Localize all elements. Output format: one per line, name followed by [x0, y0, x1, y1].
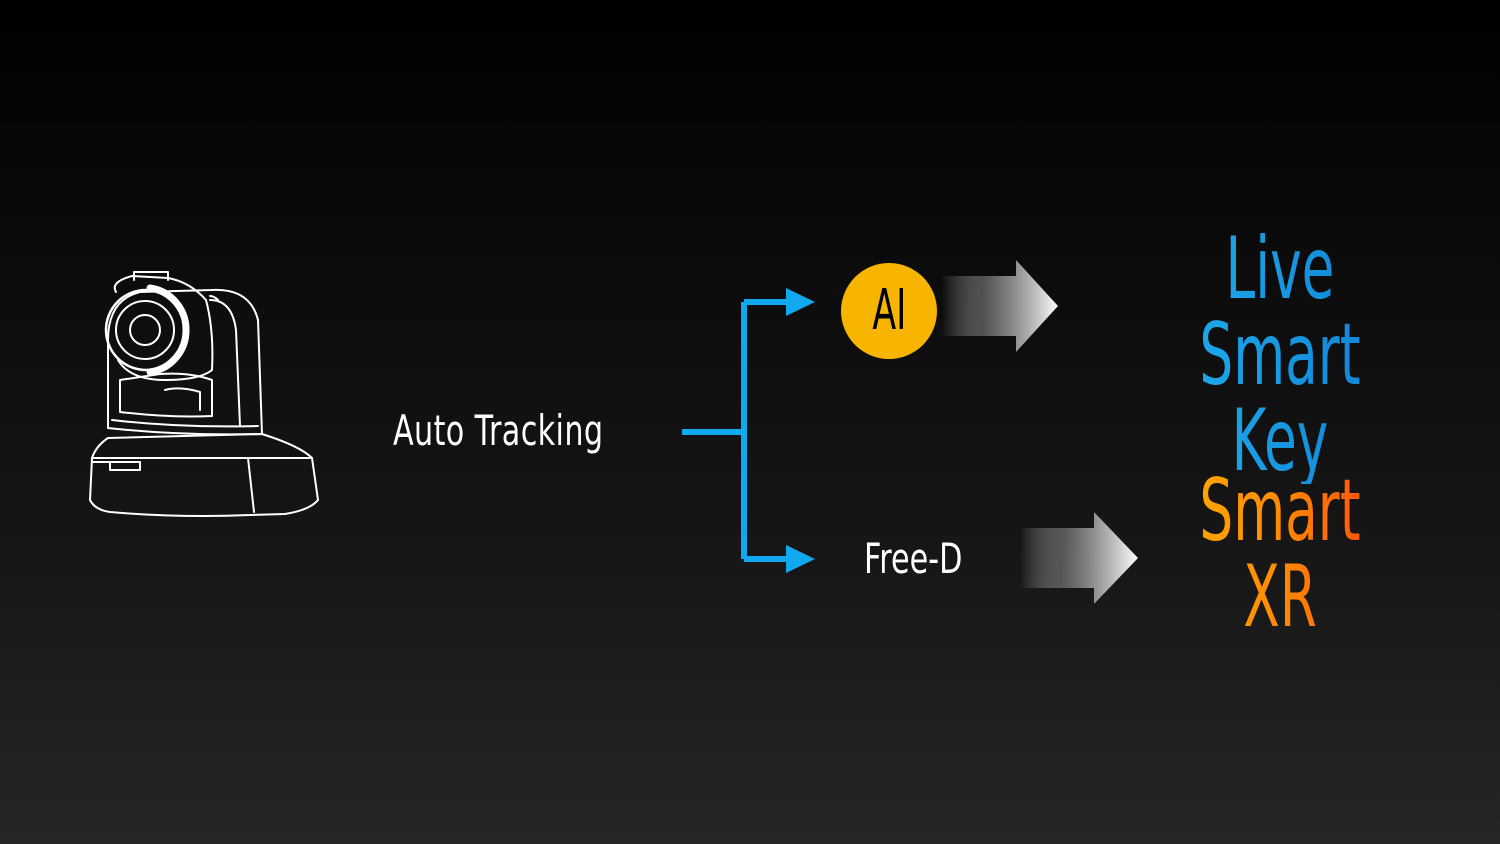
- smart-xr-result: Smart XR: [1080, 468, 1480, 640]
- result-line: Live Smart: [1156, 226, 1404, 398]
- ai-badge: AI: [841, 263, 937, 359]
- source-label: Auto Tracking: [393, 406, 604, 455]
- live-smart-key-result: Live Smart Key: [1080, 226, 1480, 484]
- ai-badge-label: AI: [871, 278, 906, 343]
- arrowhead-bottom: [786, 545, 815, 573]
- arrowhead-top: [786, 288, 815, 316]
- arrow-ai-to-lsk: [942, 260, 1058, 352]
- result-line: Key: [1156, 398, 1404, 484]
- result-line: XR: [1156, 554, 1404, 640]
- free-d-label: Free-D: [864, 534, 963, 583]
- arrow-freed-to-sxr: [1020, 512, 1138, 604]
- result-line: Smart: [1156, 468, 1404, 554]
